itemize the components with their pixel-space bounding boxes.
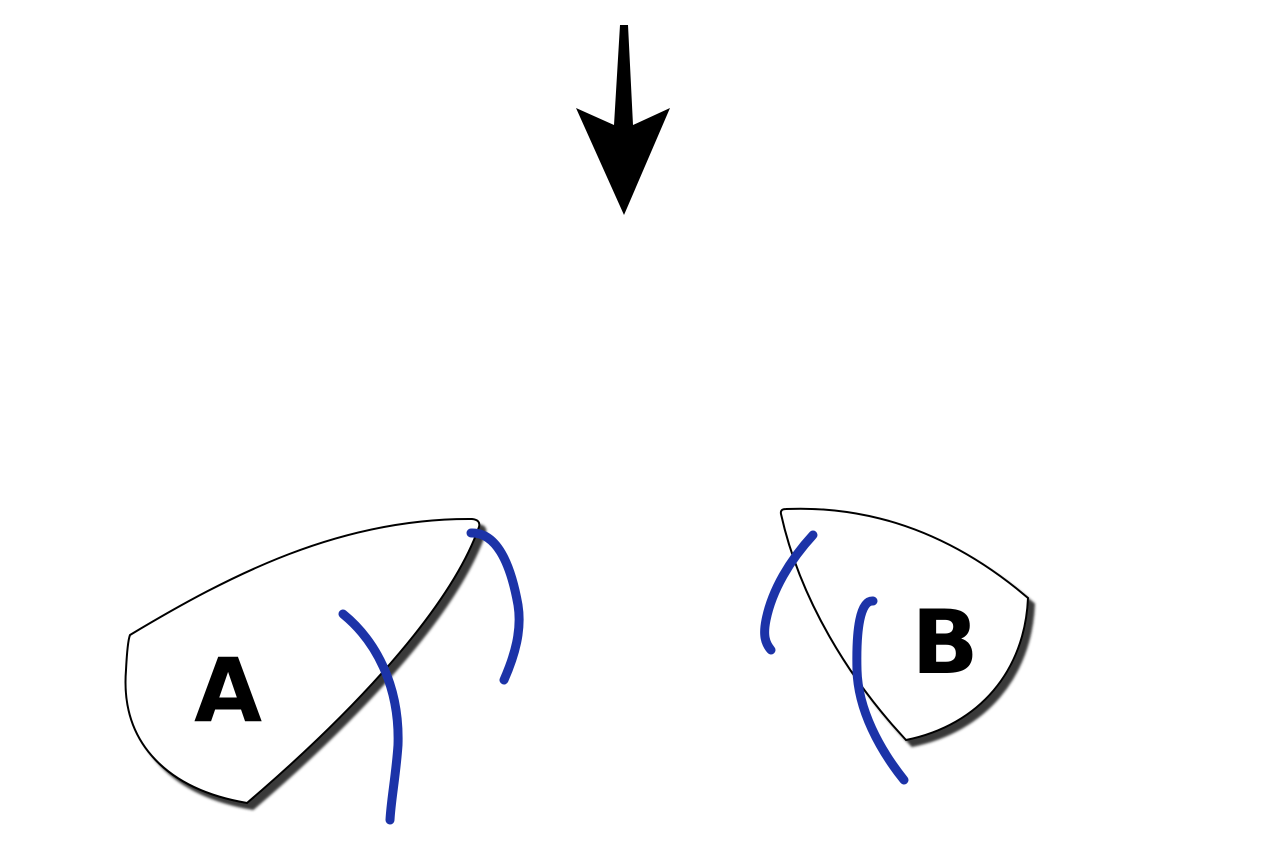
- piece-b-shape: [779, 507, 1030, 742]
- curve-a-left: [338, 609, 403, 825]
- piece-b: B: [779, 507, 1030, 742]
- down-arrow-icon: [576, 25, 670, 215]
- piece-a-label: A: [194, 639, 262, 742]
- piece-a: A: [124, 517, 481, 805]
- piece-b-label: B: [911, 591, 978, 694]
- curve-b-left: [760, 530, 818, 655]
- curve-b-right: [852, 596, 909, 785]
- piece-a-shape: [124, 517, 481, 805]
- curve-a-right: [466, 528, 524, 685]
- blue-curves: [338, 528, 909, 825]
